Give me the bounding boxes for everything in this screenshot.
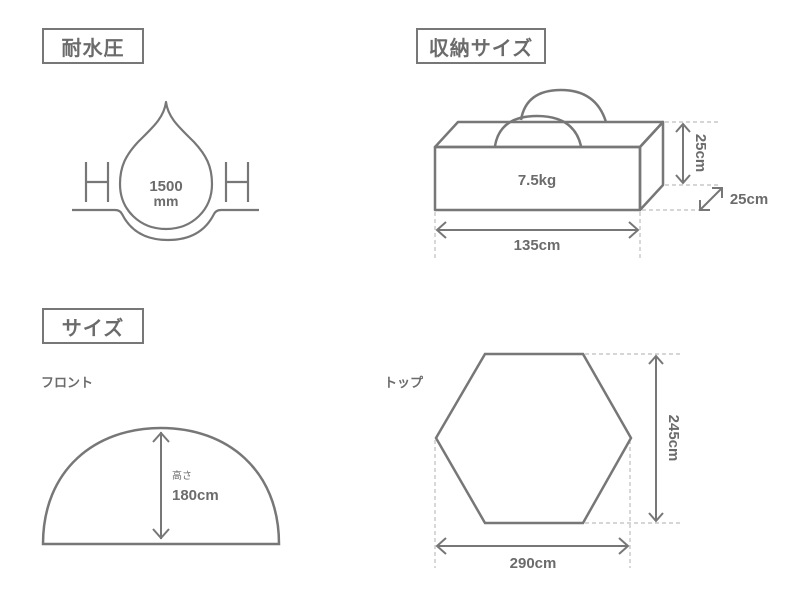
size-title-text: サイズ — [61, 315, 125, 340]
front-handle-icon — [493, 114, 583, 147]
water-drop-icon — [118, 100, 214, 231]
left-h-icon — [84, 162, 110, 202]
front-label: フロント — [41, 376, 94, 391]
top-depth-value: 245cm — [665, 415, 682, 462]
water-pressure-title-text: 耐水圧 — [61, 35, 125, 60]
water-pressure-value: 1500 — [149, 178, 182, 195]
front-height-value: 180cm — [172, 487, 219, 504]
depth-arrow-icon — [699, 187, 723, 211]
top-guides — [434, 353, 683, 568]
bag-length: 135cm — [514, 237, 561, 254]
water-pressure-unit: mm — [154, 193, 179, 209]
bag-weight: 7.5kg — [518, 172, 556, 189]
top-depth-arrow-icon — [648, 354, 664, 523]
front-height-arrow-icon — [152, 431, 170, 540]
ground-line-icon — [72, 208, 259, 242]
size-title: サイズ — [42, 308, 144, 344]
dome-outline — [41, 426, 281, 546]
water-drop-diagram — [72, 100, 259, 242]
hexagon-diagram — [434, 352, 633, 525]
length-arrow-icon — [435, 221, 640, 239]
storage-size-title-text: 収納サイズ — [428, 35, 534, 60]
storage-bag-diagram — [433, 88, 665, 212]
front-height-label: 高さ — [172, 469, 192, 482]
storage-size-title: 収納サイズ — [416, 28, 546, 64]
back-handle-icon — [519, 88, 608, 123]
right-h-icon — [224, 162, 250, 202]
top-width-value: 290cm — [510, 555, 557, 572]
top-label: トップ — [384, 376, 424, 391]
water-pressure-title: 耐水圧 — [42, 28, 144, 64]
storage-guides — [434, 121, 720, 258]
front-dome-diagram — [41, 426, 281, 546]
hexagon-outline — [434, 352, 633, 525]
height-arrow-icon — [675, 122, 691, 185]
bag-height: 25cm — [692, 134, 709, 172]
bag-depth: 25cm — [730, 191, 768, 208]
top-width-arrow-icon — [435, 537, 630, 555]
